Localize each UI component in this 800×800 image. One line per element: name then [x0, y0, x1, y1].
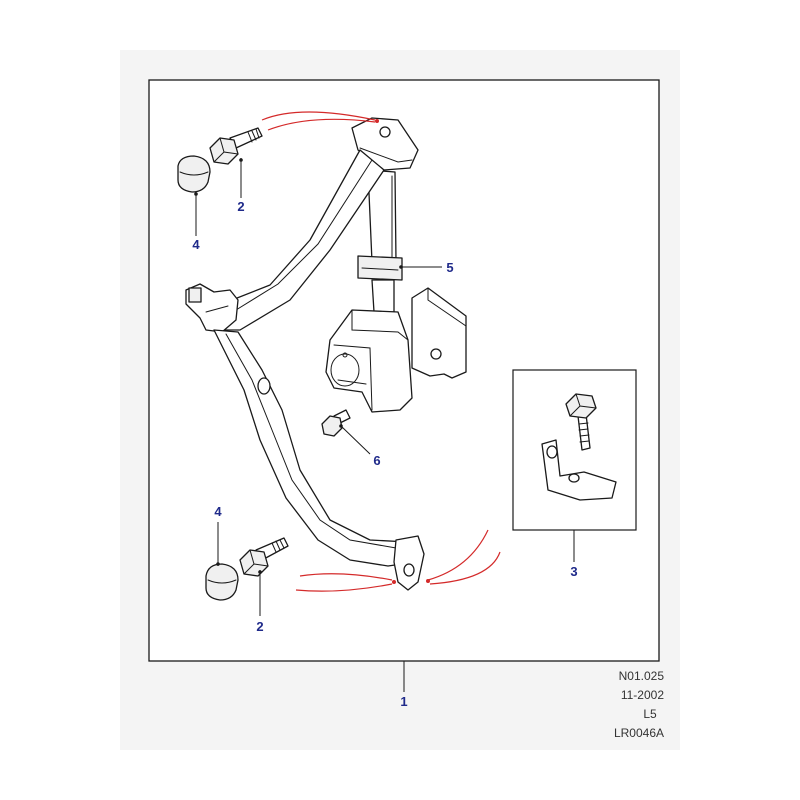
callout-6: 6	[373, 453, 380, 468]
arrow-top-1	[261, 111, 376, 121]
retractor-bracket	[411, 287, 467, 379]
callout-1: 1	[400, 694, 407, 709]
footer-model: L5	[643, 707, 657, 721]
lower-anchor-plate	[393, 535, 425, 591]
arrow-bottom-1	[299, 573, 393, 581]
cap-bottom	[205, 563, 239, 601]
fitment-arrows	[261, 111, 501, 592]
seat-belt-assembly	[185, 117, 467, 591]
inset-bracket-assembly	[541, 393, 617, 501]
retractor-bolt	[321, 409, 351, 437]
retractor-spool	[330, 353, 360, 387]
bolt-head-small	[321, 415, 343, 437]
arrow-inset-2	[429, 551, 501, 585]
webbing-lower	[371, 279, 395, 313]
bottom-bolt-group	[205, 537, 289, 601]
tongue-latch	[188, 287, 202, 303]
callout-2-bottom: 2	[256, 619, 263, 634]
footer-code: N01.025	[619, 669, 665, 683]
belt-guide	[357, 255, 403, 281]
webbing-eyelet	[257, 377, 271, 395]
footer-date: 11-2002	[621, 688, 664, 702]
bracket-hole	[430, 348, 442, 360]
callout-5: 5	[446, 260, 453, 275]
callout-3: 3	[570, 564, 577, 579]
leader-lines	[194, 158, 575, 692]
callout-4-top: 4	[192, 237, 200, 252]
callout-4-bottom: 4	[214, 504, 222, 519]
arrow-top-2	[267, 118, 376, 131]
leader-6	[340, 425, 371, 455]
inset-box	[512, 369, 637, 531]
arrow-inset-1	[427, 529, 489, 581]
inset-bracket-hole-a	[546, 445, 558, 459]
callout-2-top: 2	[237, 199, 244, 214]
lower-anchor-hole	[403, 563, 415, 577]
top-bolt-group	[177, 127, 263, 193]
inset-bracket-hole-b	[568, 473, 580, 483]
footer-ref: LR0046A	[614, 726, 664, 740]
upper-anchor-hole	[379, 126, 391, 138]
retractor-body	[325, 309, 413, 413]
arrow-bottom-2	[295, 583, 393, 592]
cap-top	[177, 155, 211, 193]
